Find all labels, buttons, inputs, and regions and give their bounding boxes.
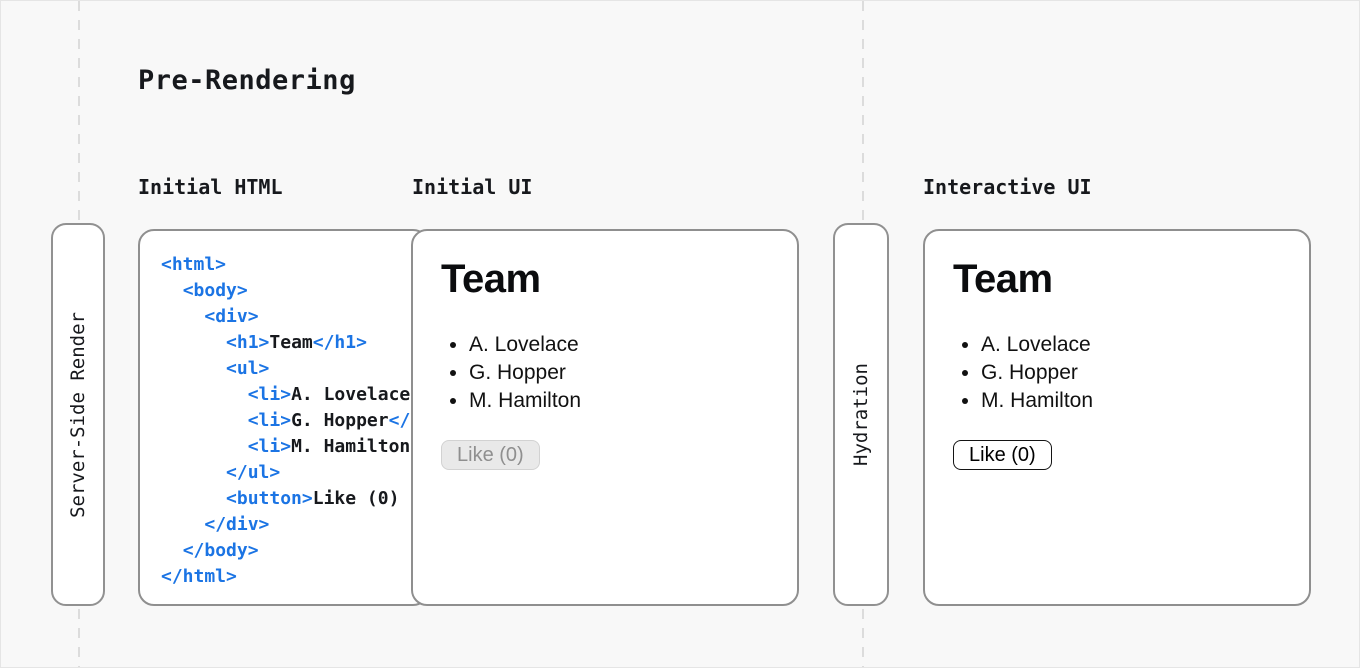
list-item: G. Hopper — [981, 359, 1309, 387]
code-line: <li>G. Hopper</ — [247, 410, 411, 431]
column-label-interactive-ui: Interactive UI — [923, 175, 1092, 199]
code-line: </ul> — [226, 462, 281, 483]
interactive-ui-panel: Team A. LovelaceG. HopperM. Hamilton Lik… — [923, 229, 1311, 606]
hydration-label: Hydration — [850, 363, 872, 466]
code-line: <body> — [182, 280, 248, 301]
code-line: </div> — [204, 514, 270, 535]
column-label-initial-ui: Initial UI — [412, 175, 533, 199]
page-title: Pre-Rendering — [138, 65, 356, 96]
list-item: M. Hamilton — [981, 387, 1309, 415]
server-side-render-label: Server-Side Render — [67, 311, 89, 518]
code-line: </html> — [161, 566, 237, 587]
code-line: <h1>Team</h1> — [226, 332, 367, 353]
code-line: <html> — [161, 254, 227, 275]
code-line: <li>A. Lovelace — [247, 384, 411, 405]
server-side-render-pill: Server-Side Render — [51, 223, 105, 606]
column-label-initial-html: Initial HTML — [138, 175, 283, 199]
code-line: <div> — [204, 306, 259, 327]
list-item: M. Hamilton — [469, 387, 797, 415]
like-button[interactable]: Like (0) — [953, 440, 1052, 470]
list-item: A. Lovelace — [981, 331, 1309, 359]
team-heading: Team — [441, 257, 541, 301]
code-line: <ul> — [226, 358, 270, 379]
list-item: G. Hopper — [469, 359, 797, 387]
code-line: <li>M. Hamilton — [247, 436, 411, 457]
like-button-disabled: Like (0) — [441, 440, 540, 470]
initial-ui-panel: Team A. LovelaceG. HopperM. Hamilton Lik… — [411, 229, 799, 606]
code-line: <button>Like (0) — [226, 488, 400, 509]
team-member-list: A. LovelaceG. HopperM. Hamilton — [441, 331, 797, 415]
initial-html-code-panel: <html> <body> <div> <h1>Team</h1> <ul> <… — [138, 229, 429, 606]
code-line: </body> — [182, 540, 259, 561]
team-member-list: A. LovelaceG. HopperM. Hamilton — [953, 331, 1309, 415]
hydration-pill: Hydration — [833, 223, 889, 606]
team-heading: Team — [953, 257, 1053, 301]
list-item: A. Lovelace — [469, 331, 797, 359]
html-code-block: <html> <body> <div> <h1>Team</h1> <ul> <… — [161, 252, 427, 590]
